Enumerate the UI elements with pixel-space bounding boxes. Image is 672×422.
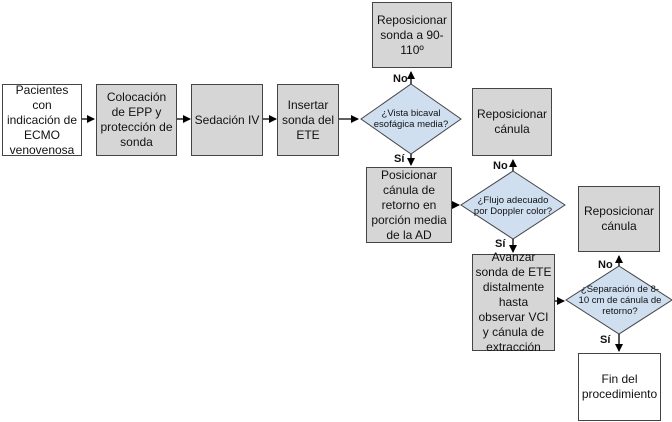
- node-posicionar-canula: Posicionar cánula de retorno en porción …: [366, 167, 452, 243]
- node-pacientes: Pacientes con indicación de ECMO venoven…: [2, 83, 82, 157]
- node-reposicionar-sonda: Reposicionar sonda a 90-110º: [372, 2, 452, 68]
- node-reposicionar-canula-2: Reposicionar cánula: [578, 186, 660, 252]
- node-colocacion: Colocación de EPP y protección de sonda: [96, 84, 177, 156]
- node-insertar: Insertar sonda del ETE: [277, 84, 339, 156]
- label-si-vista: Sí: [394, 153, 405, 165]
- node-sedacion: Sedación IV: [191, 84, 263, 156]
- label-si-flujo: Sí: [495, 238, 506, 250]
- node-avanzar-sonda: Avanzar sonda de ETE distalmente hasta o…: [472, 250, 555, 354]
- node-reposicionar-canula-1: Reposicionar cánula: [472, 88, 552, 156]
- label-si-separacion: Sí: [600, 334, 611, 346]
- decision-flujo-text: ¿Flujo adecuado por Doppler color?: [473, 194, 553, 217]
- node-fin: Fin del procedimiento: [578, 353, 661, 421]
- label-no-vista: No: [393, 73, 408, 85]
- label-no-separacion: No: [598, 259, 613, 271]
- decision-separacion-text: ¿Separación de 8-10 cm de cánula de reto…: [578, 284, 662, 317]
- decision-vista-bicaval-text: ¿Vista bicaval esofágica media?: [373, 108, 449, 130]
- label-no-flujo: No: [493, 160, 508, 172]
